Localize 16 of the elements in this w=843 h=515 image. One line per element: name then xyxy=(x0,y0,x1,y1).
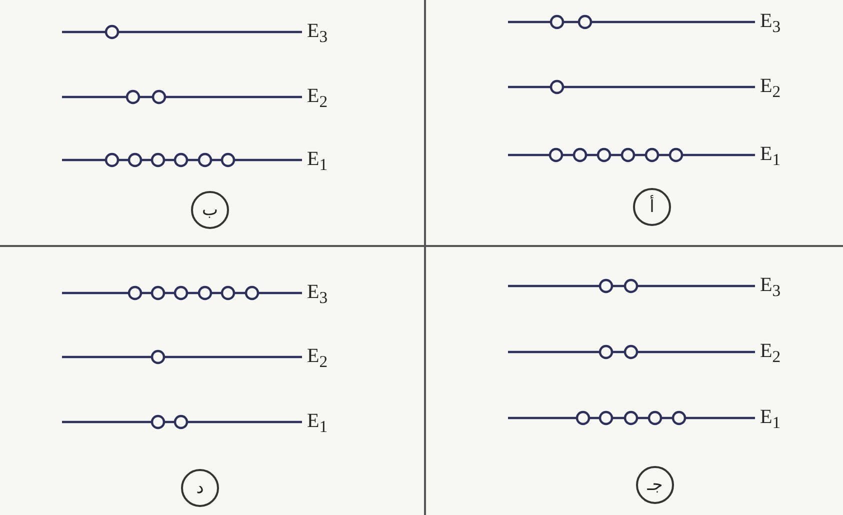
energy-level-label: E$_{1}$ xyxy=(307,148,328,176)
panel-label: ب xyxy=(191,191,229,229)
energy-level-label: E$_{2}$ xyxy=(760,75,781,103)
energy-level-label: E$_{3}$ xyxy=(760,274,781,302)
panel-label: جـ xyxy=(636,466,674,504)
energy-level-label: E$_{1}$ xyxy=(307,410,328,438)
energy-level-label: E$_{3}$ xyxy=(307,281,328,309)
energy-level-label: E$_{1}$ xyxy=(760,406,781,434)
energy-level-label: E$_{2}$ xyxy=(307,85,328,113)
energy-level-label: E$_{3}$ xyxy=(307,20,328,48)
panel-label: د xyxy=(181,469,219,507)
energy-level-label: E$_{2}$ xyxy=(307,345,328,373)
energy-level-label: E$_{2}$ xyxy=(760,340,781,368)
energy-level-label: E$_{1}$ xyxy=(760,143,781,171)
panel-label: أ xyxy=(633,188,671,226)
energy-level-label: E$_{3}$ xyxy=(760,10,781,38)
